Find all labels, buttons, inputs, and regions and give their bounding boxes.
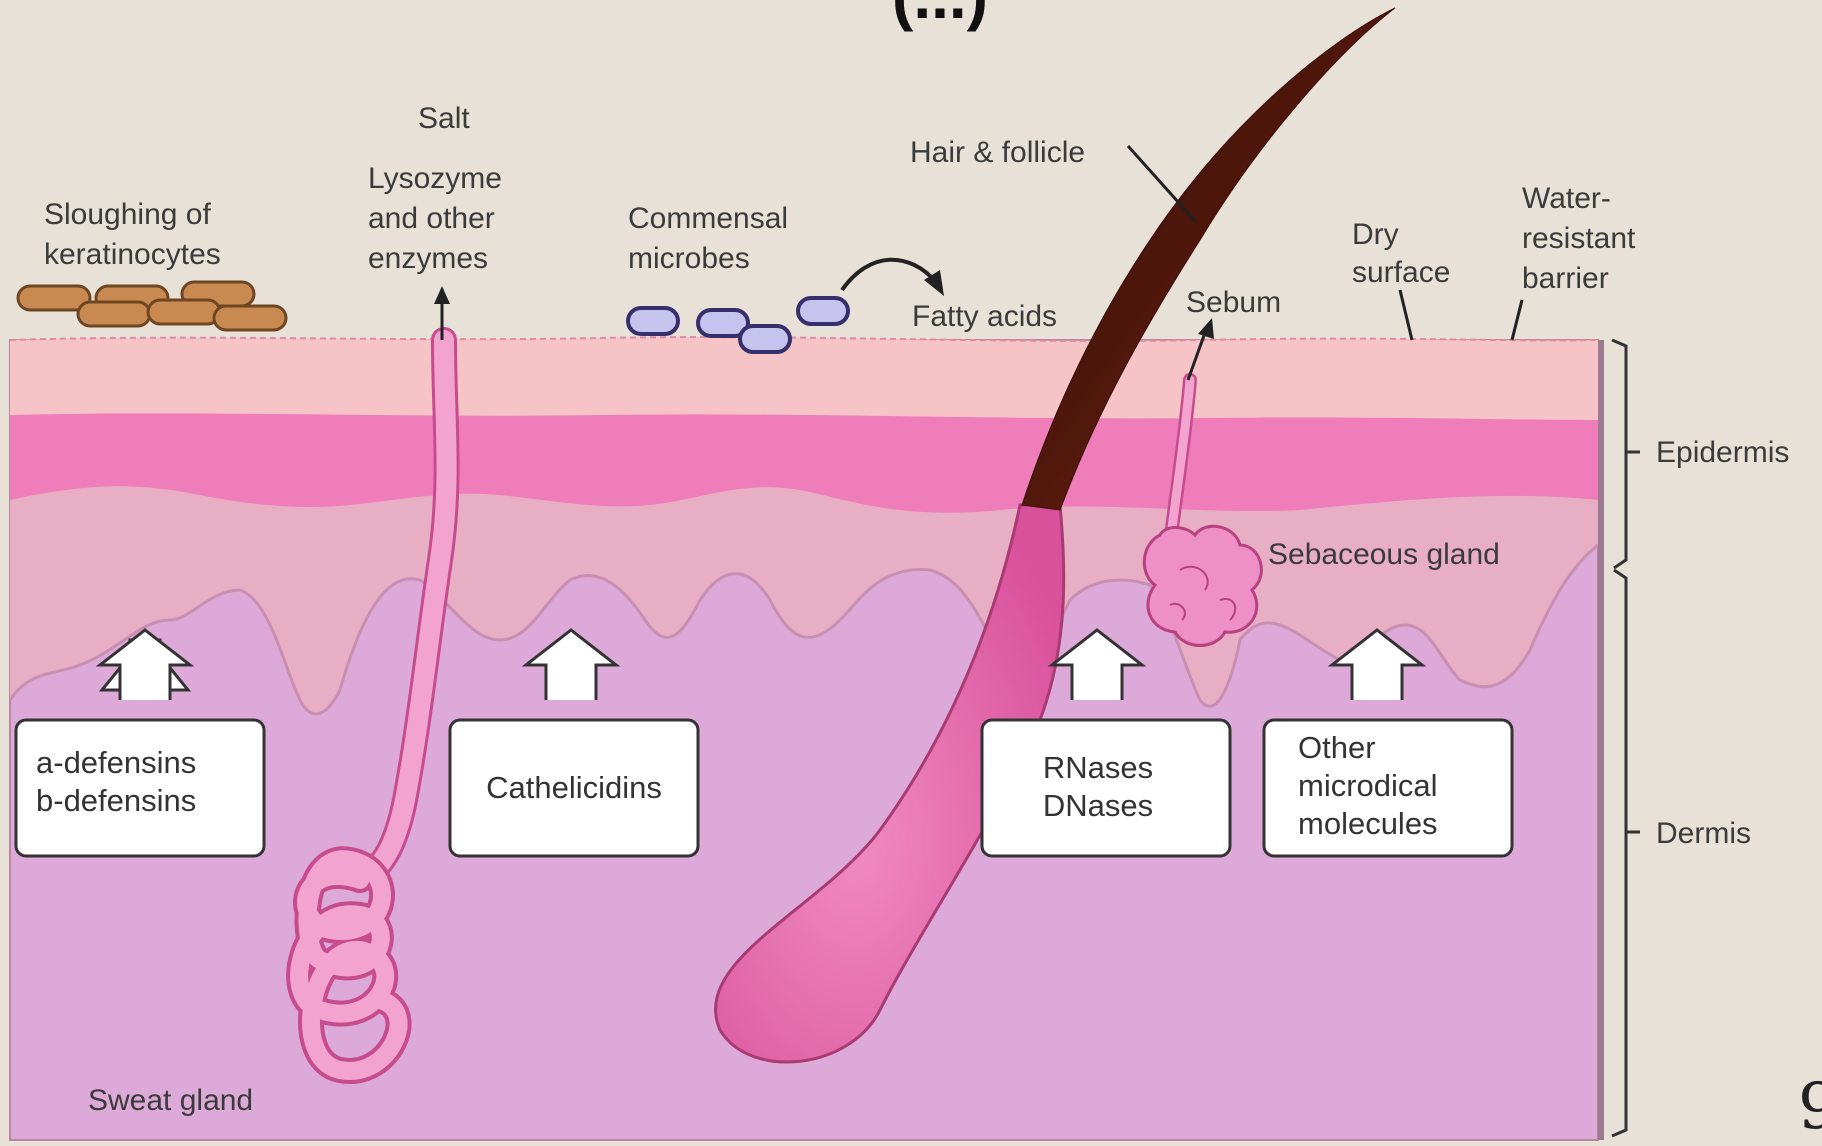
stratum-corneum bbox=[10, 337, 1598, 420]
label-lysozyme-2: and other bbox=[368, 202, 495, 235]
page-number: 9 bbox=[1798, 1070, 1822, 1141]
box-other-line3: molecules bbox=[1298, 806, 1438, 841]
label-sloughing-1: Sloughing of bbox=[44, 198, 211, 231]
box-cathelicidins: Cathelicidins bbox=[486, 770, 662, 805]
sebaceous-lobe bbox=[1144, 526, 1261, 645]
label-sweat-gland: Sweat gland bbox=[88, 1084, 253, 1117]
sebum-arrow bbox=[1198, 318, 1214, 339]
label-commensal-2: microbes bbox=[628, 242, 750, 275]
dermis-bracket bbox=[1612, 570, 1626, 1136]
label-sloughing-2: keratinocytes bbox=[44, 238, 221, 271]
label-dry-surface-1: Dry bbox=[1352, 218, 1399, 251]
hair-leader-line bbox=[1128, 146, 1196, 222]
fatty-acids-arrow bbox=[842, 260, 936, 290]
title-fragment: (...) bbox=[892, 0, 988, 32]
label-sebum: Sebum bbox=[1186, 286, 1281, 319]
label-lysozyme-3: enzymes bbox=[368, 242, 488, 275]
barrier-leader bbox=[1512, 300, 1522, 340]
label-barrier-2: resistant bbox=[1522, 222, 1636, 255]
layer-brackets bbox=[1612, 340, 1640, 1136]
label-barrier-3: barrier bbox=[1522, 262, 1609, 295]
epidermis-bracket bbox=[1612, 340, 1626, 568]
label-hair-follicle: Hair & follicle bbox=[910, 136, 1085, 169]
sweat-pore-arrow bbox=[434, 286, 450, 304]
label-epidermis: Epidermis bbox=[1656, 436, 1789, 469]
dry-surface-leader bbox=[1400, 290, 1412, 340]
box-defensins-line2: b-defensins bbox=[36, 783, 196, 818]
label-dry-surface-2: surface bbox=[1352, 256, 1450, 289]
box-rnases-line2: DNases bbox=[1043, 788, 1153, 823]
label-salt: Salt bbox=[418, 102, 470, 135]
label-dermis: Dermis bbox=[1656, 817, 1751, 850]
keratinocytes bbox=[18, 282, 286, 330]
label-fatty-acids: Fatty acids bbox=[912, 300, 1057, 333]
box-other-line1: Other bbox=[1298, 730, 1376, 765]
label-commensal-1: Commensal bbox=[628, 202, 788, 235]
box-defensins-line1: a-defensins bbox=[36, 745, 196, 780]
label-lysozyme-1: Lysozyme bbox=[368, 162, 502, 195]
box-rnases-line1: RNases bbox=[1043, 750, 1153, 785]
label-sebaceous-gland: Sebaceous gland bbox=[1268, 538, 1500, 571]
label-barrier-1: Water- bbox=[1522, 182, 1611, 215]
box-other-line2: microdical bbox=[1298, 768, 1438, 803]
